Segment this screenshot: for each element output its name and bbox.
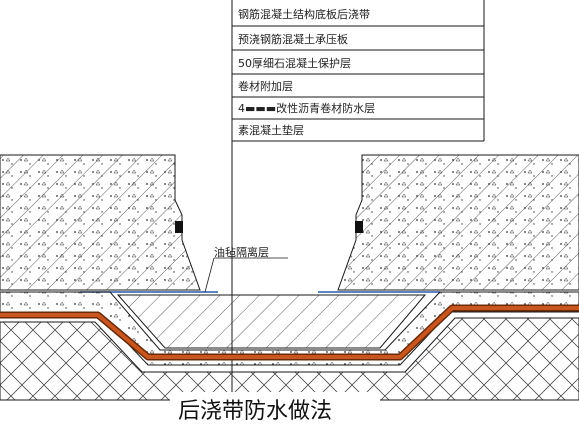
isolation-felt-note: 油毡隔离层 [214, 245, 269, 259]
structural-slab-right [337, 154, 579, 291]
diagram-caption: 后浇带防水做法 [178, 399, 332, 424]
label-waterproof-membrane: 4▬▬▬改性沥青卷材防水层 [238, 101, 375, 115]
waterstop-right [355, 221, 363, 233]
label-cushion-layer: 素混凝土垫层 [238, 123, 304, 137]
caption-bg [170, 392, 380, 425]
note-leader [204, 257, 215, 293]
label-additional-membrane: 卷材附加层 [238, 79, 293, 93]
waterstop-left [175, 221, 183, 233]
post-pour-concrete [116, 294, 427, 349]
label-protective-layer: 50厚细石混凝土保护层 [238, 56, 351, 70]
label-pressure-plate: 预浇钢筋混凝土承压板 [238, 32, 348, 46]
structural-slab-left [0, 154, 201, 291]
waterproof-membrane [0, 306, 579, 359]
label-structural-slab: 钢筋混凝土结构底板后浇带 [238, 7, 370, 21]
